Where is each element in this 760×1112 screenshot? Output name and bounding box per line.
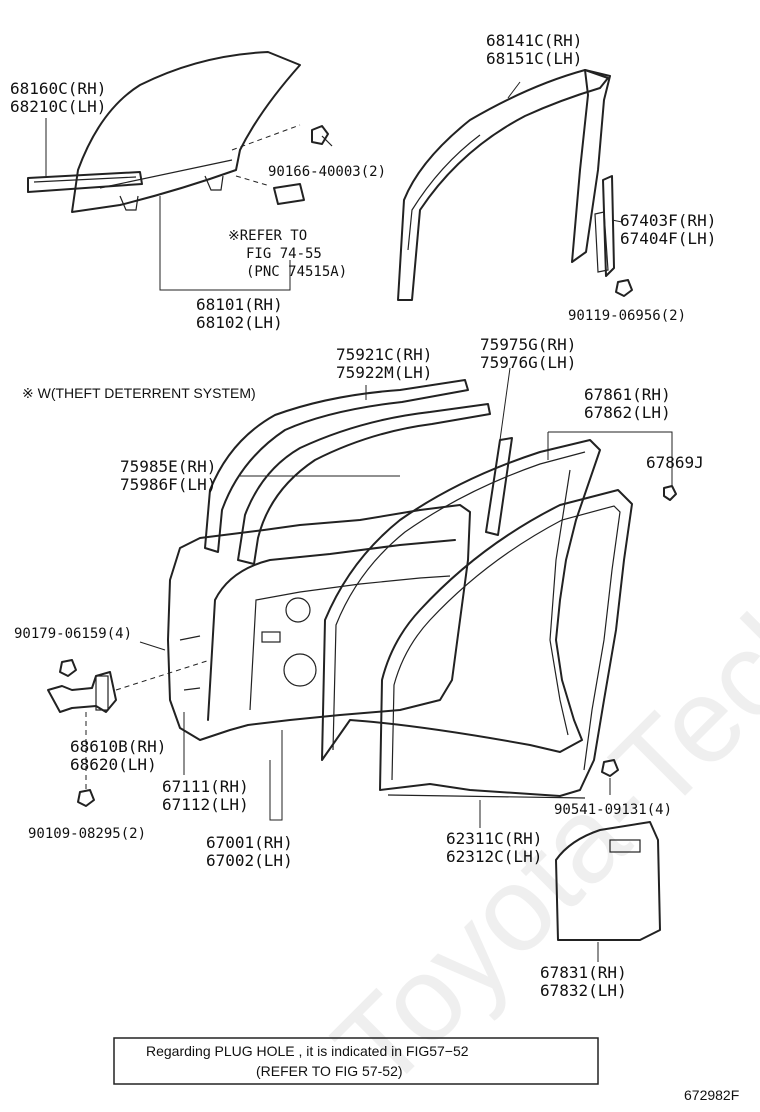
door-panel[interactable]	[167, 504, 471, 741]
diagram-code: 672982F	[684, 1087, 739, 1103]
service-hole-cover[interactable]	[555, 821, 661, 941]
callout-67002: 67002(LH)	[206, 851, 293, 870]
callout-67403f: 67403F(RH)	[620, 211, 716, 230]
callout-67111: 67111(RH)	[162, 777, 249, 796]
theft-deterrent-note: ※ W(THEFT DETERRENT SYSTEM)	[22, 385, 256, 401]
callout-68620: 68620(LH)	[70, 755, 157, 774]
rear-lower-frame[interactable]	[594, 175, 615, 277]
watermark: Toyota-Tech.ru	[308, 463, 760, 1112]
callout-90109: 90109-08295(2)	[28, 826, 146, 842]
callout-67112: 67112(LH)	[162, 795, 249, 814]
callout-68160c: 68160C(RH)	[10, 79, 106, 98]
callout-90119: 90119-06956(2)	[568, 308, 686, 324]
callout-67861: 67861(RH)	[584, 385, 671, 404]
clip-icon	[601, 759, 619, 777]
callout-67832: 67832(LH)	[540, 981, 627, 1000]
label-plate	[273, 183, 305, 205]
callout-67001: 67001(RH)	[206, 833, 293, 852]
callout-75921c: 75921C(RH)	[336, 345, 432, 364]
door-hinge[interactable]	[47, 659, 211, 713]
callout-67404f: 67404F(LH)	[620, 229, 716, 248]
bolt-icon	[59, 659, 77, 677]
callout-75922m: 75922M(LH)	[336, 363, 432, 382]
bolt-icon	[615, 279, 633, 297]
callout-68102: 68102(LH)	[196, 313, 283, 332]
plug-hole-note-line1: Regarding PLUG HOLE , it is indicated in…	[146, 1043, 469, 1059]
callout-90179: 90179-06159(4)	[14, 626, 132, 642]
refer-note-line1: ※REFER TO	[228, 228, 307, 244]
plug-hole-note-line2: (REFER TO FIG 57-52)	[256, 1063, 403, 1079]
callout-68610b: 68610B(RH)	[70, 737, 166, 756]
callout-62311c: 62311C(RH)	[446, 829, 542, 848]
callout-67869j: 67869J	[646, 453, 704, 472]
callout-68141c: 68141C(RH)	[486, 31, 582, 50]
callout-90541: 90541-09131(4)	[554, 802, 672, 818]
outer-weatherstrip[interactable]	[204, 379, 469, 553]
callout-68210c: 68210C(LH)	[10, 97, 106, 116]
callout-75975g: 75975G(RH)	[480, 335, 576, 354]
leader-lines	[85, 81, 673, 962]
door-glass[interactable]	[71, 51, 301, 213]
callout-68151c: 68151C(LH)	[486, 49, 582, 68]
callout-62312c: 62312C(LH)	[446, 847, 542, 866]
callout-90166: 90166-40003(2)	[268, 164, 386, 180]
door-opening-trim[interactable]	[379, 489, 633, 799]
bolt-icon	[311, 125, 333, 147]
refer-note-line3: (PNC 74515A)	[246, 264, 347, 280]
callout-68101: 68101(RH)	[196, 295, 283, 314]
callout-75985e: 75985E(RH)	[120, 457, 216, 476]
bolt-icon	[77, 789, 95, 807]
callout-67862: 67862(LH)	[584, 403, 671, 422]
belt-moulding[interactable]	[237, 403, 513, 565]
callout-75986f: 75986F(LH)	[120, 475, 216, 494]
door-weatherstrip[interactable]	[321, 439, 601, 761]
callout-75976g: 75976G(LH)	[480, 353, 576, 372]
clip-icon	[663, 485, 677, 501]
refer-note-line2: FIG 74-55	[246, 246, 322, 262]
plug-hole-note-box: Regarding PLUG HOLE , it is indicated in…	[113, 1037, 599, 1085]
glass-channel-rear[interactable]	[27, 118, 143, 193]
callout-67831: 67831(RH)	[540, 963, 627, 982]
glass-run-channel[interactable]	[397, 69, 611, 301]
